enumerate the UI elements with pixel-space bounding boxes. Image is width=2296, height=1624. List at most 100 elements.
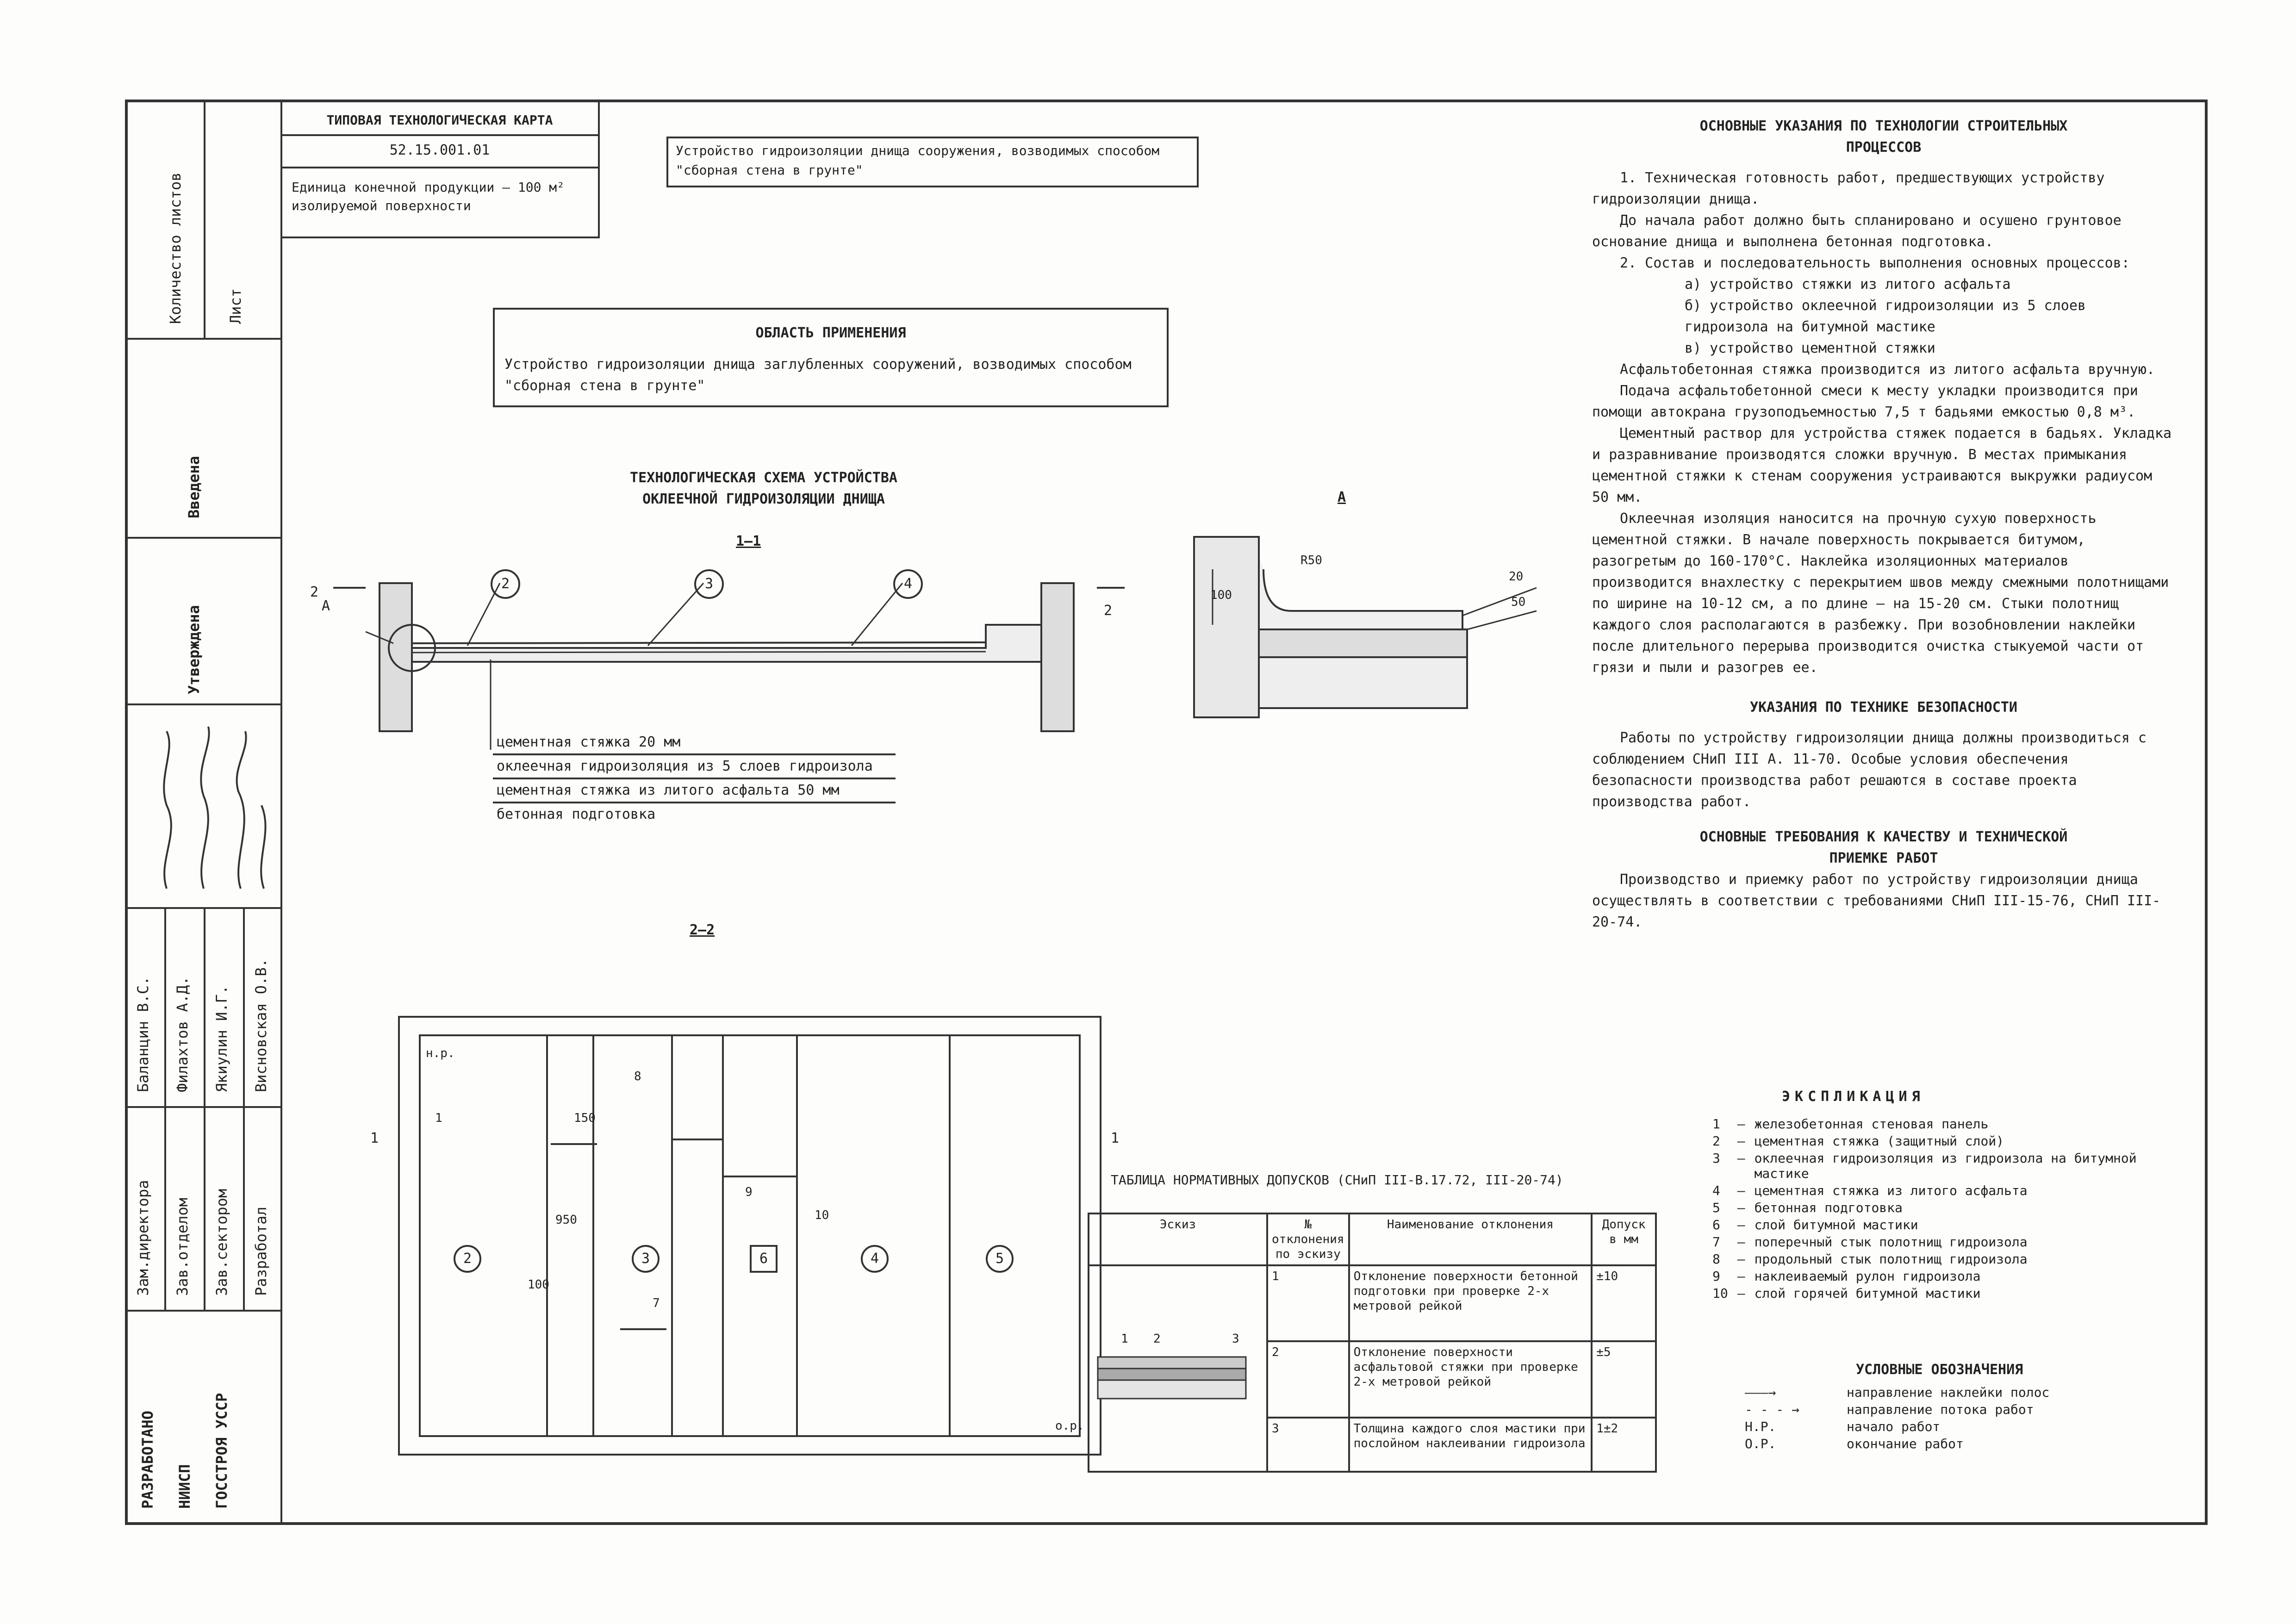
legend-num: 2 bbox=[1712, 1133, 1720, 1149]
zone-3: 3 bbox=[632, 1245, 660, 1273]
legend-item: 4—цементная стяжка из литого асфальта bbox=[1708, 1182, 2194, 1199]
role-2: Зав.отделом bbox=[174, 1198, 191, 1296]
tol-name-3: Толщина каждого слоя мастики при послойн… bbox=[1348, 1416, 1593, 1473]
plan-cut-label: 1 bbox=[370, 1130, 379, 1146]
sheets-count-label: Количество листов bbox=[167, 172, 184, 324]
notes-heading: ОСНОВНЫЕ УКАЗАНИЯ ПО ТЕХНОЛОГИИ СТРОИТЕЛ… bbox=[1699, 118, 2068, 156]
notes-list-b: б) устройство оклеечной гидроизоляции из… bbox=[1685, 298, 2086, 335]
callout-3: 3 bbox=[694, 569, 724, 599]
tol-number-3: 3 bbox=[1266, 1416, 1350, 1473]
callout-2: 2 bbox=[491, 569, 520, 599]
legend-text: бетонная подготовка bbox=[1754, 1200, 1903, 1215]
notes-list-a: а) устройство стяжки из литого асфальта bbox=[1685, 276, 2011, 292]
name-1: Баланцин В.С. bbox=[134, 976, 152, 1092]
legend-num: 5 bbox=[1712, 1200, 1720, 1215]
tol-name-1: Отклонение поверхности бетонной подготов… bbox=[1348, 1264, 1593, 1343]
developer-3: ГОССТРОЯ УССР bbox=[213, 1393, 230, 1509]
legend-item: 7—поперечный стык полотнищ гидроизола bbox=[1708, 1233, 2194, 1251]
notes-p4: Асфальтобетонная стяжка производится из … bbox=[1620, 361, 2155, 378]
legend-text: слой битумной мастики bbox=[1754, 1217, 1918, 1232]
legend-text: наклеиваемый рулон гидроизола bbox=[1754, 1269, 1981, 1284]
notes-column: ОСНОВНЫЕ УКАЗАНИЯ ПО ТЕХНОЛОГИИ СТРОИТЕЛ… bbox=[1592, 116, 2175, 933]
quality-text: Производство и приемку работ по устройст… bbox=[1592, 871, 2161, 930]
dim-r50: R50 bbox=[1300, 554, 1322, 567]
zone-2: 2 bbox=[454, 1245, 481, 1273]
stamp-unit: Единица конечной продукции — 100 м² изол… bbox=[292, 180, 565, 213]
scope-heading: ОБЛАСТЬ ПРИМЕНЕНИЯ bbox=[755, 325, 906, 341]
card-title-box bbox=[666, 137, 1199, 187]
legend-table: 1—железобетонная стеновая панель 2—цемен… bbox=[1708, 1115, 2194, 1302]
stamp-label: ТИПОВАЯ ТЕХНОЛОГИЧЕСКАЯ КАРТА bbox=[326, 112, 553, 128]
signatures bbox=[139, 722, 273, 898]
tolerance-title: ТАБЛИЦА НОРМАТИВНЫХ ДОПУСКОВ (СНиП III-В… bbox=[1111, 1172, 1563, 1188]
tol-sketch: 1 2 3 bbox=[1087, 1264, 1269, 1473]
sketch-mark-3: 3 bbox=[1232, 1332, 1239, 1346]
layer-3: цементная стяжка из литого асфальта 50 м… bbox=[493, 779, 896, 803]
tol-header-number: № отклонения по эскизу bbox=[1266, 1213, 1350, 1266]
legend-num: 6 bbox=[1712, 1217, 1720, 1232]
cut-2-left: 2 bbox=[310, 584, 319, 600]
approved-label: Утверждена bbox=[185, 605, 203, 694]
stamp-code: 52.15.001.01 bbox=[389, 142, 490, 158]
mark-1: 1 bbox=[435, 1111, 442, 1125]
tol-value-1: ±10 bbox=[1591, 1264, 1657, 1343]
mark-8: 8 bbox=[634, 1070, 641, 1083]
tolerance-table: Эскиз № отклонения по эскизу Наименовани… bbox=[1087, 1213, 1657, 1473]
symbol-key: О.Р. bbox=[1745, 1436, 1776, 1451]
notes-p2: До начала работ должно быть спланировано… bbox=[1592, 212, 2122, 250]
dim-50: 50 bbox=[1511, 595, 1526, 609]
card-stamp bbox=[280, 100, 600, 238]
legend-item: 5—бетонная подготовка bbox=[1708, 1199, 2194, 1216]
role-1: Зам.директора bbox=[134, 1180, 152, 1296]
legend-item: 9—наклеиваемый рулон гидроизола bbox=[1708, 1268, 2194, 1285]
legend-item: 2—цементная стяжка (защитный слой) bbox=[1708, 1132, 2194, 1150]
layer-list: цементная стяжка 20 мм оклеечная гидроиз… bbox=[493, 731, 896, 826]
notes-p3: 2. Состав и последовательность выполнени… bbox=[1620, 255, 2130, 271]
tol-value-3: 1±2 bbox=[1591, 1416, 1657, 1473]
section-2-2-label: 2—2 bbox=[690, 922, 715, 938]
symbol-key: ———→ bbox=[1745, 1385, 1776, 1400]
legend-num: 4 bbox=[1712, 1183, 1720, 1198]
legend-text: оклеечная гидроизоляция из гидроизола на… bbox=[1754, 1151, 2137, 1181]
tol-value-2: ±5 bbox=[1591, 1340, 1657, 1419]
legend-item: 3—оклеечная гидроизоляция из гидроизола … bbox=[1708, 1150, 2194, 1182]
card-title: Устройство гидроизоляции днища сооружени… bbox=[676, 143, 1160, 178]
tol-row: 2 Отклонение поверхности асфальтовой стя… bbox=[1089, 1340, 1657, 1419]
legend-text: поперечный стык полотнищ гидроизола bbox=[1754, 1234, 2028, 1250]
zone-5: 5 bbox=[986, 1245, 1014, 1273]
name-4: Висновская О.В. bbox=[252, 958, 270, 1092]
symbol-item: - - - →направление потока работ bbox=[1740, 1401, 2157, 1418]
section-1-1-drawing bbox=[296, 555, 1176, 759]
quality-heading: ОСНОВНЫЕ ТРЕБОВАНИЯ К КАЧЕСТВУ И ТЕХНИЧЕ… bbox=[1699, 829, 2068, 866]
notes-p5: Подача асфальтобетонной смеси к месту ук… bbox=[1592, 383, 2138, 420]
legend-num: 1 bbox=[1712, 1116, 1720, 1132]
symbol-text: начало работ bbox=[1847, 1419, 1941, 1434]
symbols-heading: УСЛОВНЫЕ ОБОЗНАЧЕНИЯ bbox=[1856, 1362, 2023, 1378]
detail-a-drawing bbox=[1185, 528, 1546, 722]
legend-text: цементная стяжка (защитный слой) bbox=[1754, 1133, 2004, 1149]
scheme-title: ТЕХНОЛОГИЧЕСКАЯ СХЕМА УСТРОЙСТВА ОКЛЕЕЧН… bbox=[630, 470, 897, 507]
dim-20: 20 bbox=[1509, 570, 1524, 584]
symbol-item: Н.Р. начало работ bbox=[1740, 1418, 2157, 1435]
mark-9: 9 bbox=[745, 1185, 753, 1199]
dim-100: 100 bbox=[1210, 588, 1232, 602]
legend-num: 3 bbox=[1712, 1151, 1720, 1166]
symbol-key: - - - → bbox=[1745, 1402, 1800, 1417]
zone-4: 4 bbox=[861, 1245, 889, 1273]
tol-row: 3 Толщина каждого слоя мастики при посло… bbox=[1089, 1416, 1657, 1473]
plan-start-label: н.р. bbox=[426, 1046, 455, 1060]
legend-item: 1—железобетонная стеновая панель bbox=[1708, 1115, 2194, 1132]
detail-a-marker: А bbox=[322, 598, 330, 614]
symbol-key: Н.Р. bbox=[1745, 1419, 1776, 1434]
symbols-table: ———→направление наклейки полос - - - →на… bbox=[1740, 1384, 2157, 1452]
tol-header-sketch: Эскиз bbox=[1087, 1213, 1269, 1266]
intro-label: Введена bbox=[185, 456, 203, 518]
notes-list-c: в) устройство цементной стяжки bbox=[1685, 340, 1935, 356]
legend-num: 10 bbox=[1712, 1286, 1728, 1301]
sketch-mark-1: 1 bbox=[1121, 1332, 1128, 1346]
dim-950: 950 bbox=[555, 1213, 577, 1227]
cut-2-right: 2 bbox=[1104, 603, 1113, 619]
name-2: Филахтов А.Д. bbox=[174, 976, 191, 1092]
plan-cut-label-right: 1 bbox=[1111, 1130, 1120, 1146]
symbol-item: ———→направление наклейки полос bbox=[1740, 1384, 2157, 1401]
